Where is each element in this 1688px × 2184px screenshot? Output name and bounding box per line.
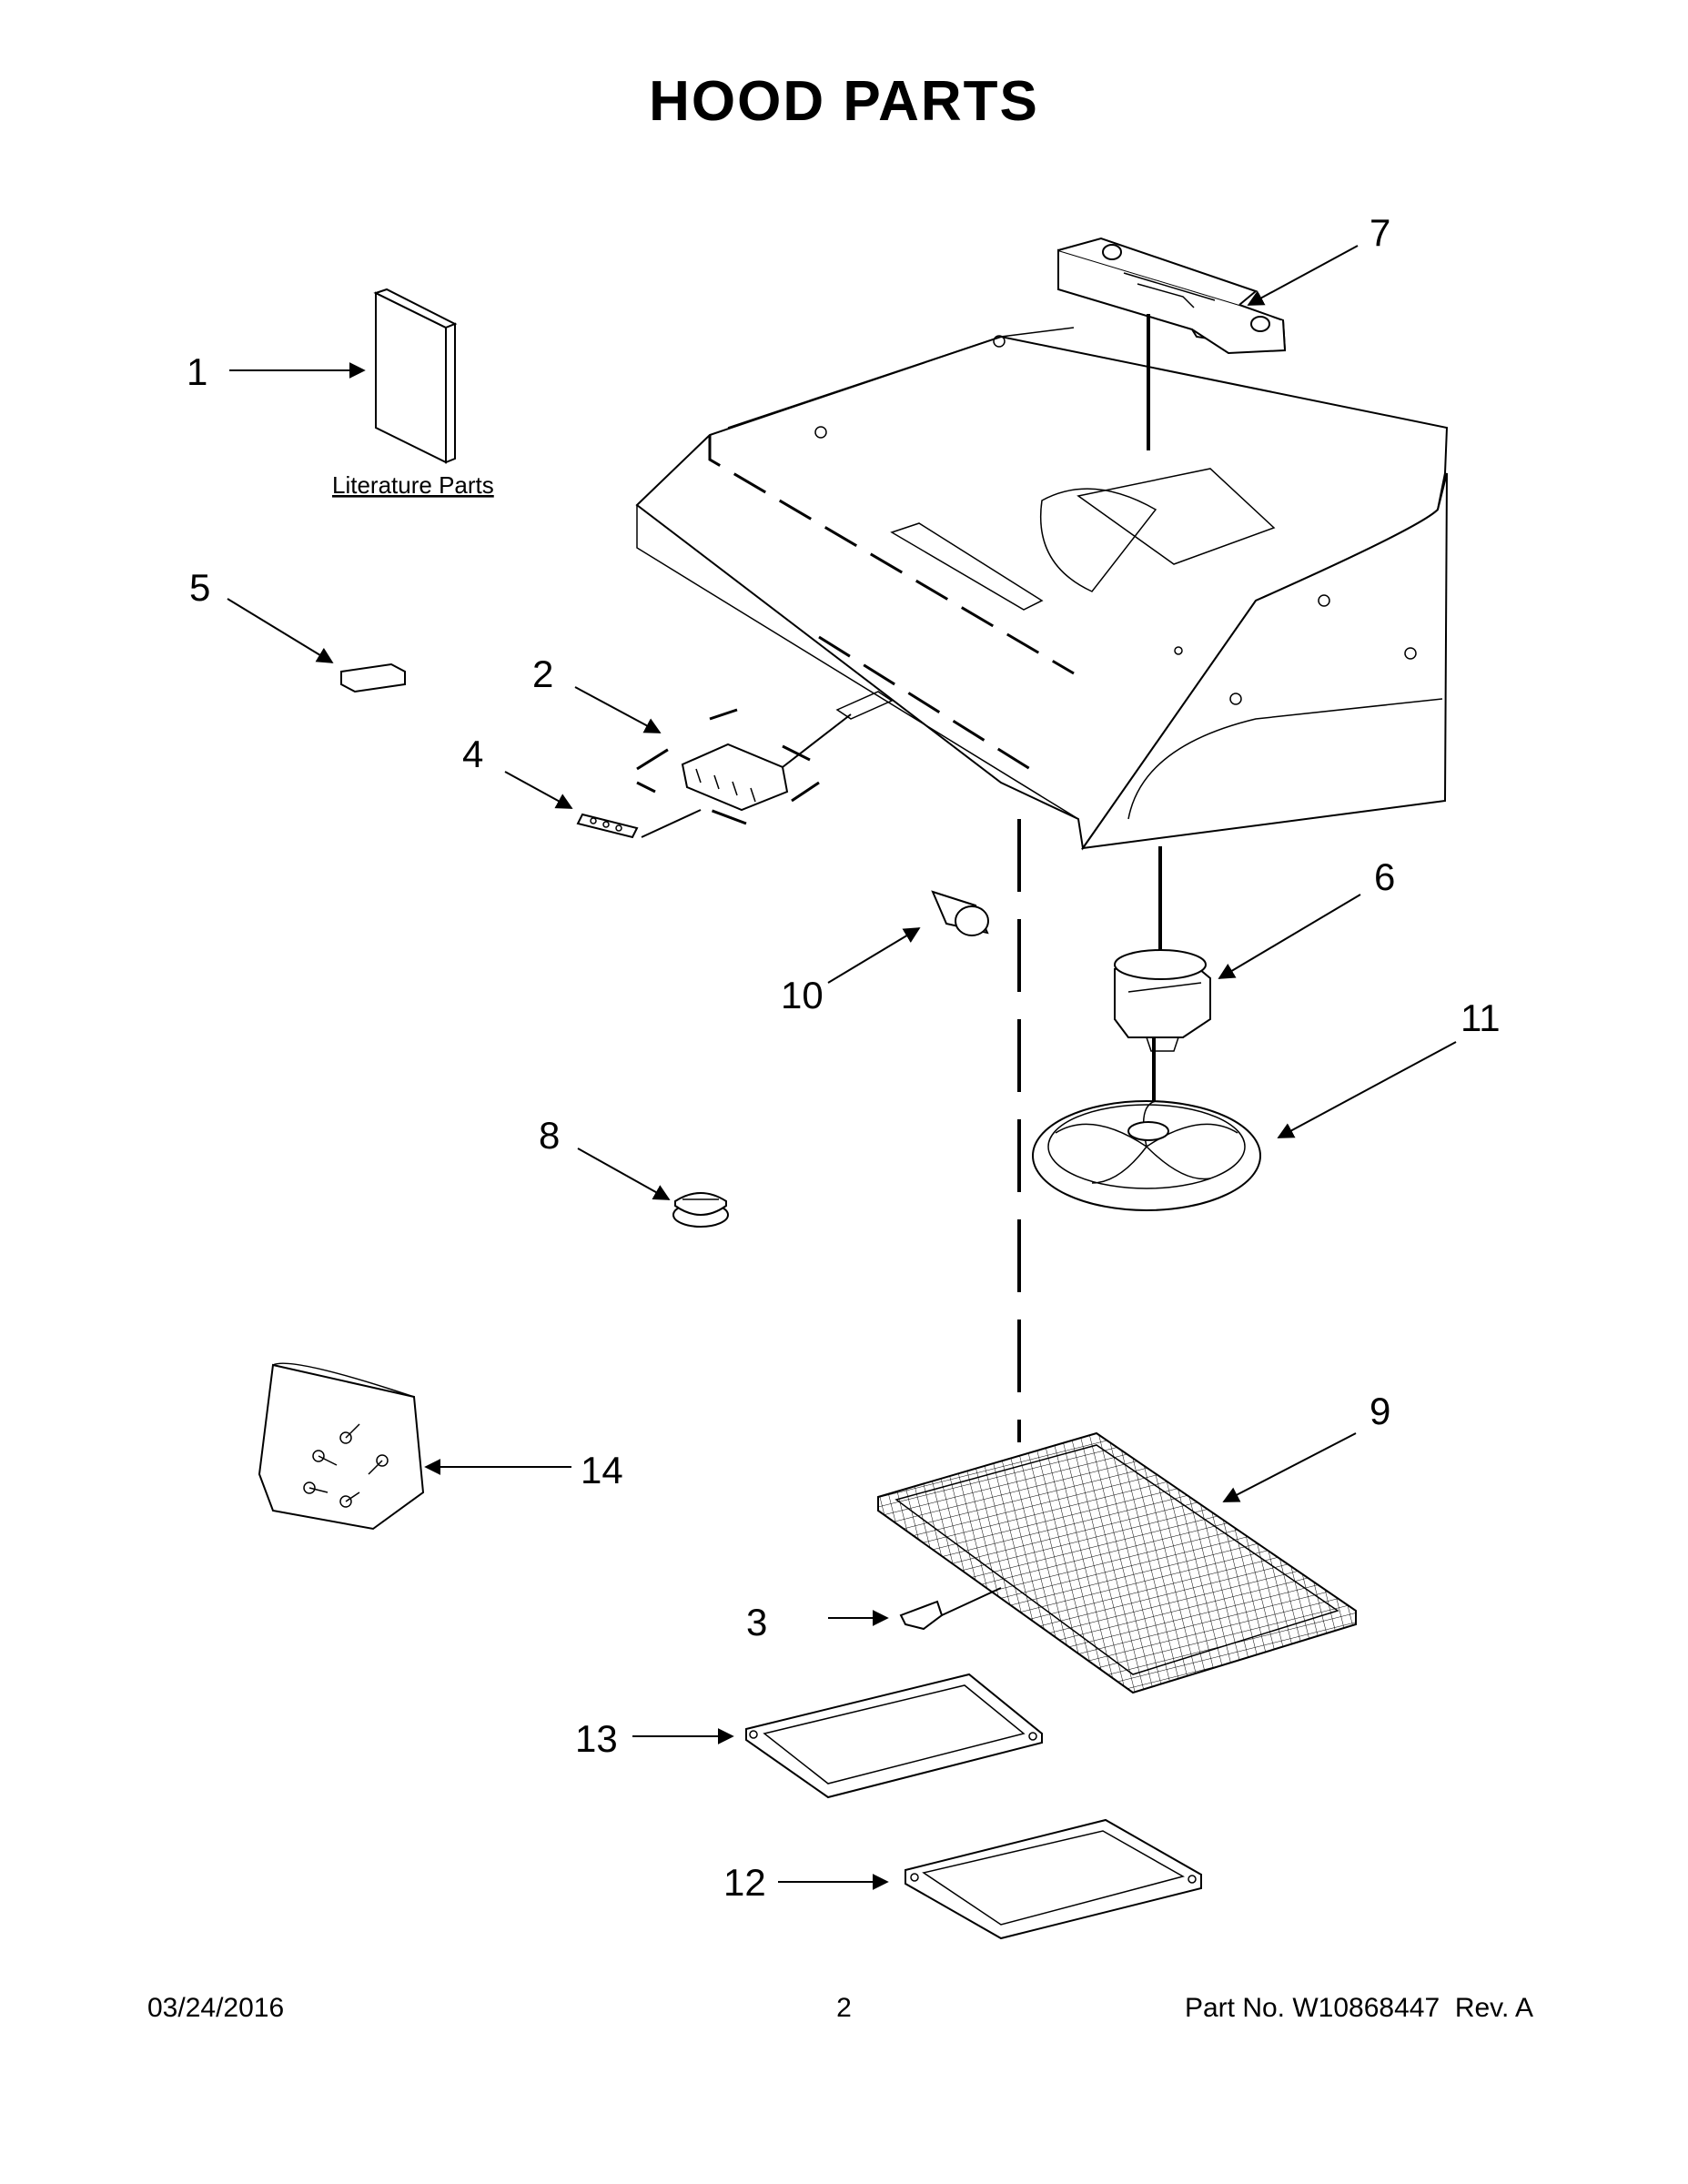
callout-4: 4 — [462, 733, 483, 775]
leader-arrows — [227, 245, 1457, 1890]
part-2-switch — [636, 691, 894, 838]
callout-10: 10 — [781, 974, 824, 1016]
literature-parts-label: Literature Parts — [332, 471, 494, 499]
footer-page-number: 2 — [836, 1993, 852, 2023]
part-9-filter — [877, 1431, 1357, 1694]
callout-7: 7 — [1370, 211, 1390, 254]
callout-5: 5 — [189, 566, 210, 609]
callout-11: 11 — [1461, 996, 1501, 1039]
callout-1: 1 — [187, 350, 207, 393]
part-1-literature — [373, 288, 458, 464]
callout-6: 6 — [1374, 855, 1395, 898]
part-8-knob — [672, 1192, 729, 1228]
part-6-motor — [1114, 949, 1211, 1052]
part-label: Part No. — [1184, 1993, 1286, 2023]
page-title: HOOD PARTS — [649, 70, 1039, 133]
part-10-capacitor — [931, 890, 989, 936]
callout-9: 9 — [1370, 1390, 1390, 1432]
callout-13: 13 — [575, 1717, 618, 1760]
part-14-hardware-bag — [258, 1362, 425, 1531]
callout-12: 12 — [723, 1861, 766, 1904]
footer-date: 03/24/2016 — [147, 1993, 285, 2023]
callout-14: 14 — [581, 1449, 623, 1491]
hood-body — [635, 327, 1449, 851]
part-4-buttons — [576, 813, 639, 839]
footer-part-number: Part No. W10868447 Rev. A — [1185, 1993, 1533, 2024]
part-13-lens — [745, 1673, 1043, 1799]
rev-label: Rev. — [1454, 1993, 1510, 2023]
callout-3: 3 — [746, 1601, 767, 1643]
part-3-latch — [899, 1587, 1002, 1631]
part-12-lens — [905, 1818, 1202, 1940]
callout-2: 2 — [532, 652, 553, 695]
part-11-blower-wheel — [1032, 1100, 1261, 1211]
part-7-damper — [1057, 237, 1287, 355]
part-5-cap — [340, 662, 406, 693]
rev-value: A — [1514, 1993, 1533, 2023]
part-number: W10868447 — [1292, 1993, 1440, 2023]
callout-8: 8 — [539, 1114, 560, 1157]
alignment-lines — [1017, 314, 1162, 1442]
